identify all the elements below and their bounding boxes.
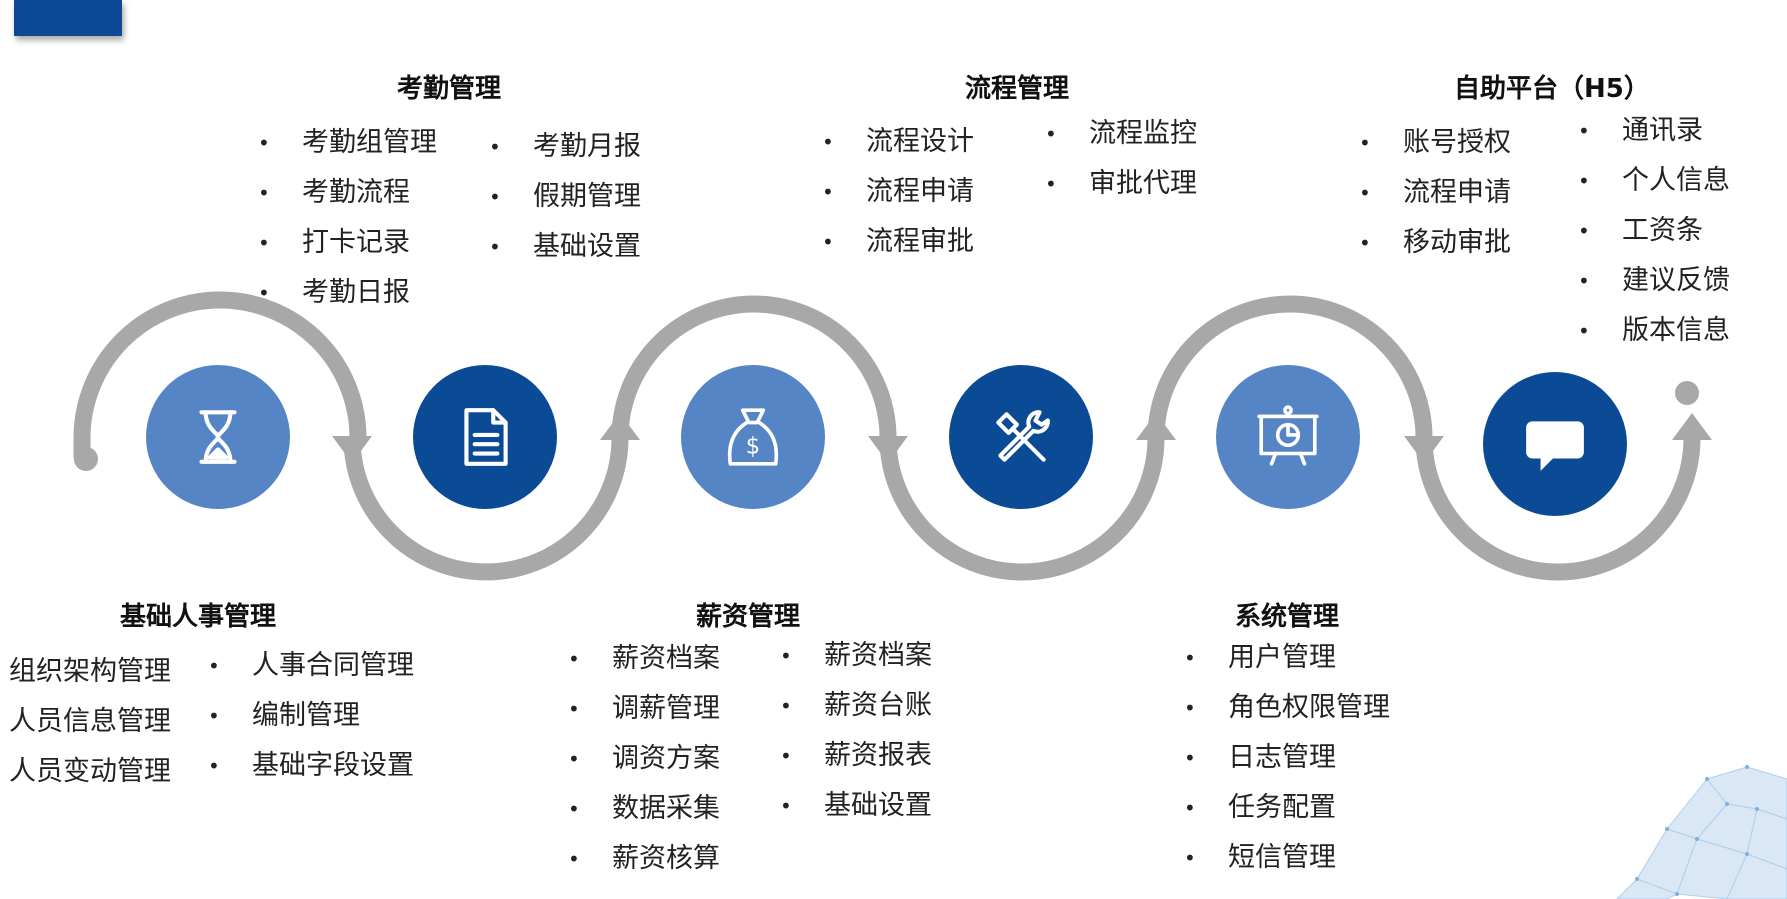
track-arc-6	[1415, 425, 1701, 581]
list-item: 人员变动管理	[9, 756, 171, 787]
list-item: 数据采集	[568, 784, 720, 834]
node-self-service	[1483, 372, 1627, 516]
workflow-list-2: 流程监控 审批代理	[1045, 109, 1197, 209]
hr-basics-list-1: 组织架构管理 人员信息管理 人员变动管理	[9, 647, 171, 797]
list-item: 角色权限管理	[1184, 683, 1390, 733]
self-service-list-1: 账号授权 流程申请 移动审批	[1359, 118, 1511, 268]
list-item: 编制管理	[208, 691, 414, 741]
list-item: 流程设计	[822, 117, 974, 167]
heading-payroll: 薪资管理	[696, 602, 801, 632]
end-dot	[1675, 381, 1699, 405]
list-item: 通讯录	[1578, 106, 1730, 156]
list-item: 考勤日报	[258, 268, 437, 318]
list-item: 人员信息管理	[9, 706, 171, 737]
node-attendance	[413, 365, 557, 509]
heading-attendance: 考勤管理	[397, 74, 502, 104]
track-arc-1	[73, 291, 367, 458]
attendance-list-2: 考勤月报 假期管理 基础设置	[489, 122, 641, 272]
arrowhead-up-2	[1136, 413, 1176, 440]
attendance-list-1: 考勤组管理 考勤流程 打卡记录 考勤日报	[258, 118, 437, 318]
arrowhead-down-1	[332, 436, 372, 463]
node-workflow	[949, 365, 1093, 509]
start-dot	[74, 447, 98, 471]
list-item: 日志管理	[1184, 733, 1390, 783]
heading-system: 系统管理	[1235, 602, 1340, 632]
list-item: 调资方案	[568, 734, 720, 784]
list-item: 基础设置	[489, 222, 641, 272]
list-item: 工资条	[1578, 206, 1730, 256]
list-item: 流程申请	[822, 167, 974, 217]
track-arc-4	[879, 437, 1165, 581]
heading-self-service: 自助平台（H5）	[1454, 74, 1650, 104]
list-item: 组织架构管理	[9, 656, 171, 687]
track-arc-3	[611, 295, 897, 439]
arrowhead-up-1	[600, 413, 640, 440]
node-hr-basics	[146, 365, 290, 509]
hr-basics-list-2: 人事合同管理 编制管理 基础字段设置	[208, 641, 414, 791]
list-item: 审批代理	[1045, 159, 1197, 209]
list-item: 打卡记录	[258, 218, 437, 268]
low-poly-globe-decoration	[1616, 765, 1787, 899]
heading-hr-basics: 基础人事管理	[120, 602, 277, 632]
arrowhead-down-3	[1404, 436, 1444, 463]
list-item: 版本信息	[1578, 306, 1730, 356]
list-item: 基础字段设置	[208, 741, 414, 791]
track-arc-5	[1147, 295, 1433, 439]
list-item: 薪资档案	[780, 631, 932, 681]
list-item: 薪资核算	[568, 834, 720, 884]
payroll-list-2: 薪资档案 薪资台账 薪资报表 基础设置	[780, 631, 932, 831]
list-item: 考勤流程	[258, 168, 437, 218]
arrowhead-down-2	[868, 436, 908, 463]
list-item: 个人信息	[1578, 156, 1730, 206]
list-item: 建议反馈	[1578, 256, 1730, 306]
svg-text:$: $	[746, 434, 760, 460]
chat-bubble-icon	[1526, 421, 1584, 471]
list-item: 基础设置	[780, 781, 932, 831]
list-item: 考勤组管理	[258, 118, 437, 168]
hourglass-icon	[199, 410, 237, 464]
heading-workflow: 流程管理	[965, 74, 1070, 104]
list-item: 考勤月报	[489, 122, 641, 172]
list-item: 薪资报表	[780, 731, 932, 781]
list-item: 移动审批	[1359, 218, 1511, 268]
list-item: 流程审批	[822, 217, 974, 267]
payroll-list-1: 薪资档案 调薪管理 调资方案 数据采集 薪资核算	[568, 634, 720, 884]
node-payroll: $	[681, 365, 825, 509]
list-item: 短信管理	[1184, 833, 1390, 883]
node-system	[1216, 365, 1360, 509]
list-item: 用户管理	[1184, 633, 1390, 683]
tools-icon	[996, 410, 1050, 462]
system-list-1: 用户管理 角色权限管理 日志管理 任务配置 短信管理	[1184, 633, 1390, 883]
list-item: 流程申请	[1359, 168, 1511, 218]
list-item: 薪资台账	[780, 681, 932, 731]
list-item: 账号授权	[1359, 118, 1511, 168]
document-icon	[464, 408, 508, 466]
corner-tab	[14, 0, 122, 36]
list-item: 假期管理	[489, 172, 641, 222]
arrowhead-up-end	[1672, 413, 1712, 440]
list-item: 薪资档案	[568, 634, 720, 684]
list-item: 任务配置	[1184, 783, 1390, 833]
track-arc-2	[343, 437, 629, 581]
list-item: 流程监控	[1045, 109, 1197, 159]
list-item: 调薪管理	[568, 684, 720, 734]
workflow-list-1: 流程设计 流程申请 流程审批	[822, 117, 974, 267]
money-bag-icon: $	[727, 408, 779, 466]
self-service-list-2: 通讯录 个人信息 工资条 建议反馈 版本信息	[1578, 106, 1730, 356]
list-item: 人事合同管理	[208, 641, 414, 691]
presentation-board-icon	[1257, 405, 1319, 466]
